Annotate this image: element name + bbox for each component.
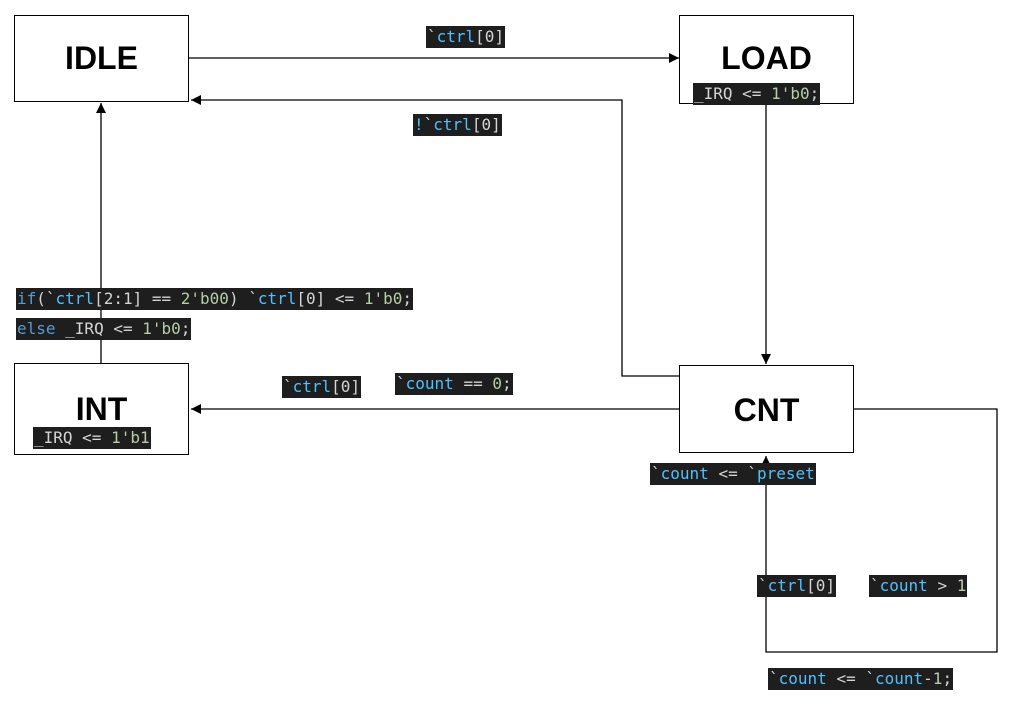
label-load-action: _IRQ <= 1'b0; bbox=[693, 83, 821, 105]
label-int-cond-line2: else _IRQ <= 1'b0; bbox=[16, 318, 192, 340]
label-cnt-entry: `count <= `preset bbox=[650, 463, 816, 485]
state-idle-label: IDLE bbox=[65, 40, 138, 76]
label-cnt-to-int-count: `count == 0; bbox=[395, 373, 513, 395]
label-self-action: `count <= `count-1; bbox=[768, 668, 954, 690]
state-idle: IDLE bbox=[14, 15, 189, 102]
label-int-action: _IRQ <= 1'b1 bbox=[33, 427, 151, 449]
label-cnt-to-int-ctrl: `ctrl[0] bbox=[282, 376, 362, 398]
label-idle-to-load: `ctrl[0] bbox=[426, 26, 506, 48]
arrow-cnt-to-idle bbox=[191, 95, 679, 377]
label-cnt-to-idle: !`ctrl[0] bbox=[413, 114, 502, 136]
state-int-label: INT bbox=[75, 391, 128, 427]
label-int-cond-line1: if(`ctrl[2:1] == 2'b00) `ctrl[0] <= 1'b0… bbox=[16, 288, 413, 310]
state-load-label: LOAD bbox=[721, 40, 812, 76]
label-self-ctrl: `ctrl[0] bbox=[757, 575, 837, 597]
state-cnt-label: CNT bbox=[733, 392, 800, 428]
state-cnt: CNT bbox=[679, 365, 854, 453]
label-self-count: `count > 1 bbox=[869, 575, 968, 597]
